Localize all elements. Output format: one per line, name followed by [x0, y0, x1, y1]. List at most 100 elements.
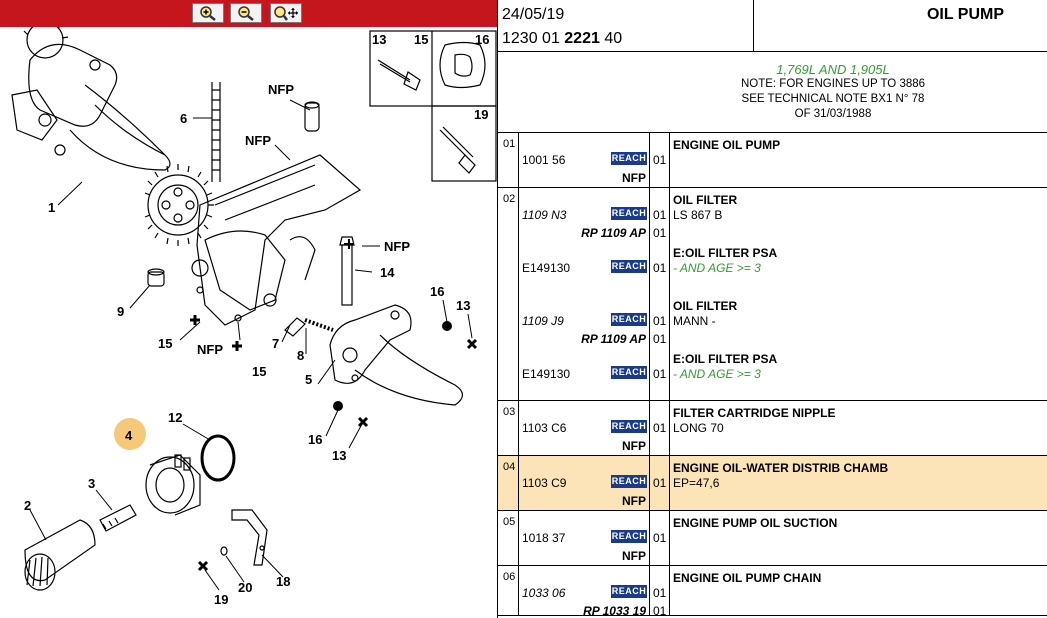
part-quantity: 01	[653, 586, 667, 600]
zoom-pan-button[interactable]	[270, 3, 302, 23]
oil-pump-part	[11, 15, 171, 171]
part-quantity: 01	[653, 531, 667, 545]
quantity-cell: 01	[650, 401, 670, 455]
part-description: E:OIL FILTER PSA	[673, 352, 778, 366]
part-quantity-secondary: 01	[653, 604, 667, 618]
svg-text:14: 14	[380, 265, 395, 280]
svg-text:15: 15	[158, 336, 172, 351]
part-description: ENGINE OIL-WATER DISTRIB CHAMB	[673, 461, 889, 475]
zoom-in-button[interactable]	[192, 3, 224, 23]
part-description: ENGINE PUMP OIL SUCTION	[673, 516, 838, 530]
svg-text:NFP: NFP	[268, 82, 294, 97]
reference-cell: 1103 C9 REACH NFP	[519, 456, 650, 510]
note-line-1: NOTE: FOR ENGINES UP TO 3886	[740, 78, 926, 90]
row-number: 06	[498, 566, 519, 615]
row-number: 05	[498, 511, 519, 565]
part-reference[interactable]: 1103 C6	[522, 421, 567, 435]
description-cell: ENGINE OIL PUMP	[670, 133, 1047, 187]
reach-badge: REACH	[611, 475, 647, 488]
part-subnote: RP 1109 AP	[581, 226, 646, 240]
part-reference[interactable]: 1109 J9	[522, 314, 564, 328]
quantity-cell: 01	[650, 456, 670, 510]
pump-body-part	[191, 154, 362, 326]
svg-text:18: 18	[276, 574, 290, 589]
svg-text:16: 16	[430, 284, 444, 299]
part-detail: EP=47,6	[673, 476, 720, 490]
part-reference[interactable]: 1001 56	[522, 153, 566, 167]
part-reference[interactable]: 1109 N3	[522, 208, 567, 222]
header-code: 1230 01 2221 40	[502, 30, 623, 47]
svg-text:13: 13	[332, 448, 346, 463]
svg-text:NFP: NFP	[384, 239, 410, 254]
part-quantity: 01	[653, 421, 667, 435]
part-detail: MANN -	[673, 314, 716, 328]
part-detail: - AND AGE >= 3	[673, 261, 761, 275]
reach-badge: REACH	[611, 313, 647, 326]
part-reference[interactable]: E149130	[522, 261, 571, 275]
header-info: 24/05/19 1230 01 2221 40	[498, 0, 754, 52]
chain-part	[211, 82, 221, 182]
quantity-cell: 01	[650, 133, 670, 187]
svg-text:7: 7	[272, 336, 279, 351]
part-quantity: 01	[653, 261, 667, 275]
callout-labels: 1 2 3 4 5 6 7 8 9 12 13 13 14 15 15 16 1…	[24, 32, 489, 607]
part-subnote: NFP	[622, 549, 646, 563]
zoom-out-button[interactable]	[230, 3, 262, 23]
oil-pump-illustration: 1 2 3 4 5 6 7 8 9 12 13 13 14 15 15 16 1…	[11, 15, 497, 607]
zoom-in-icon	[200, 6, 216, 21]
part-quantity-secondary: 01	[653, 332, 667, 346]
part-reference[interactable]: 1103 C9	[522, 476, 567, 490]
header-date: 24/05/19	[502, 6, 565, 23]
diagram-panel: 1 2 3 4 5 6 7 8 9 12 13 13 14 15 15 16 1…	[0, 0, 497, 618]
part-description: OIL FILTER	[673, 299, 738, 313]
part-quantity: 01	[653, 208, 667, 222]
reach-badge: REACH	[611, 152, 647, 165]
part-subnote: RP 1109 AP	[581, 332, 646, 346]
svg-text:20: 20	[238, 580, 252, 595]
svg-text:12: 12	[168, 410, 182, 425]
part-subnote: NFP	[622, 494, 646, 508]
row-number: 04	[498, 456, 519, 510]
svg-text:13: 13	[372, 32, 386, 47]
parts-header: 24/05/19 1230 01 2221 40 OIL PUMP	[498, 0, 1047, 52]
svg-text:13: 13	[456, 298, 470, 313]
part-quantity: 01	[653, 476, 667, 490]
svg-text:5: 5	[305, 372, 312, 387]
quantity-cell: 01	[650, 511, 670, 565]
part-subnote: NFP	[622, 171, 646, 185]
description-cell: ENGINE OIL PUMP CHAIN	[670, 566, 1047, 615]
parts-panel: 24/05/19 1230 01 2221 40 OIL PUMP 1,769L…	[497, 0, 1047, 618]
engine-variants: 1,769L AND 1,905L	[776, 62, 890, 77]
svg-text:15: 15	[252, 364, 266, 379]
part-description: E:OIL FILTER PSA	[673, 246, 778, 260]
reach-badge: REACH	[611, 207, 647, 220]
reach-badge: REACH	[611, 585, 647, 598]
part-reference[interactable]: 1033 06	[522, 586, 566, 600]
exploded-parts-diagram: 1 2 3 4 5 6 7 8 9 12 13 13 14 15 15 16 1…	[0, 15, 497, 618]
distrib-chamber-part	[145, 454, 201, 516]
reach-badge: REACH	[611, 366, 647, 379]
part-reference[interactable]: E149130	[522, 367, 571, 381]
part-detail: - AND AGE >= 3	[673, 367, 761, 381]
row-number: 02	[498, 188, 519, 400]
svg-text:1: 1	[48, 200, 55, 215]
part-description: OIL FILTER	[673, 193, 738, 207]
part-quantity: 01	[653, 153, 667, 167]
svg-text:19: 19	[214, 592, 228, 607]
part-detail: LS 867 B	[673, 208, 723, 222]
part-reference[interactable]: 1018 37	[522, 531, 566, 545]
svg-text:6: 6	[180, 111, 187, 126]
callout-highlight	[114, 418, 146, 450]
